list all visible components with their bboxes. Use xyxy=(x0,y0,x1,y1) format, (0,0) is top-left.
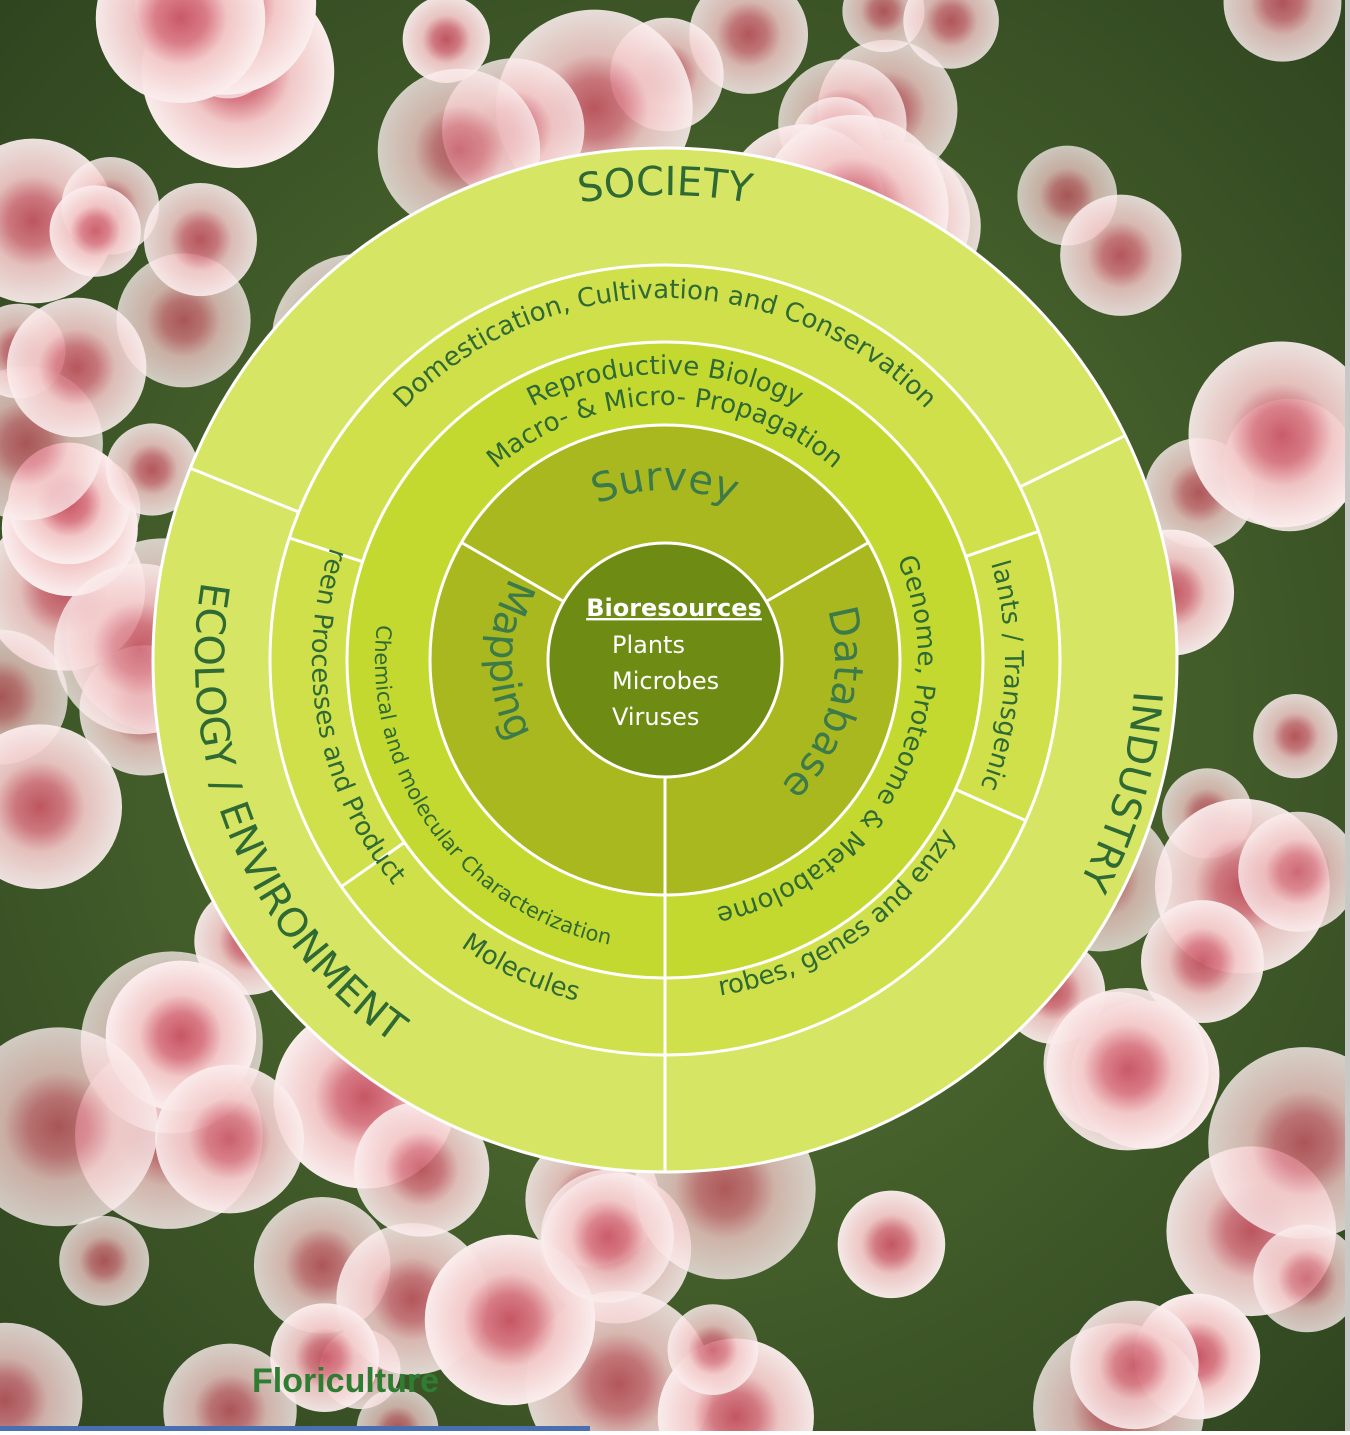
flower-blossom xyxy=(903,0,999,69)
flower-blossom xyxy=(6,297,147,438)
flower-blossom xyxy=(0,724,123,890)
flower-blossom xyxy=(1223,0,1342,62)
center-item-viruses: Viruses xyxy=(612,703,699,731)
right-border xyxy=(1345,0,1350,1431)
ring-dividers xyxy=(189,434,1126,1172)
flower-blossom xyxy=(540,1169,674,1303)
flower-blossom xyxy=(143,183,257,297)
center-item-plants: Plants xyxy=(612,631,685,659)
flower-blossom xyxy=(155,1064,304,1214)
flower-blossom xyxy=(49,185,141,277)
flower-blossom xyxy=(1046,988,1209,1151)
ring-divider-line xyxy=(765,541,870,603)
concentric-wheel xyxy=(151,146,1179,1174)
ring-divider-line xyxy=(189,466,300,514)
flower-blossom xyxy=(1253,1224,1350,1333)
flower-blossom xyxy=(837,1190,946,1299)
caption-floriculture: Floriculture xyxy=(252,1362,440,1400)
flower-blossom xyxy=(1070,1300,1199,1430)
flower-blossom xyxy=(163,1343,297,1435)
center-item-microbes: Microbes xyxy=(612,667,719,695)
flower-blossom xyxy=(59,1215,150,1306)
bottom-rule xyxy=(0,1426,590,1431)
flower-blossom xyxy=(667,1304,759,1395)
label-society: SOCIETY xyxy=(574,159,756,213)
ring-divider-line xyxy=(288,536,364,564)
ring-divider-line xyxy=(954,787,1027,823)
flower-blossom xyxy=(106,423,199,516)
ring-divider-line xyxy=(1019,434,1126,489)
flower-blossom xyxy=(1253,694,1338,779)
center-title: Bioresources xyxy=(586,594,762,622)
flower-blossom xyxy=(354,1101,490,1237)
flower-blossom xyxy=(95,0,266,103)
flower-blossom xyxy=(1060,194,1182,316)
flower-blossom xyxy=(1188,341,1350,528)
flower-blossom xyxy=(1208,1047,1350,1239)
ring-divider-line xyxy=(965,529,1039,558)
flower-blossom xyxy=(1141,900,1264,1024)
ring-divider-line xyxy=(460,541,565,603)
flower-blossom xyxy=(356,1388,439,1435)
flower-blossom xyxy=(0,1027,158,1227)
flower-blossom xyxy=(270,1303,380,1413)
flower-blossom xyxy=(402,0,490,83)
flower-blossom xyxy=(0,1322,83,1435)
ring-divider-line xyxy=(340,841,406,888)
center-circle xyxy=(546,541,784,779)
flower-blossom xyxy=(1238,811,1350,932)
flower-blossom xyxy=(424,1234,596,1406)
